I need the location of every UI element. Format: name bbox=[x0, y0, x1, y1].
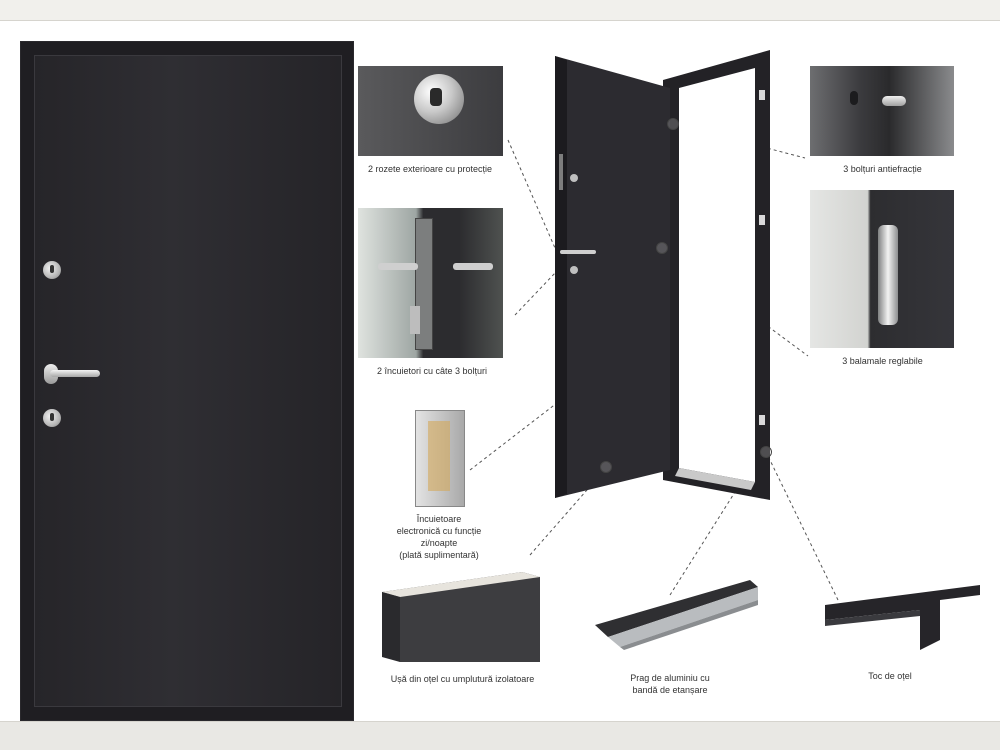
caption-locks: 2 încuietori cu câte 3 bolțuri bbox=[376, 366, 488, 376]
caption-anti-break-bolts: 3 bolțuri antiefracție bbox=[843, 164, 922, 174]
open-door-leaf bbox=[555, 56, 670, 498]
door-leaf bbox=[34, 55, 342, 707]
leaf-rosette-lower-icon bbox=[570, 266, 578, 274]
callout-marker-frame bbox=[760, 446, 772, 458]
door-opening bbox=[679, 68, 755, 482]
leader-threshold bbox=[669, 491, 736, 596]
caption-insulated-door: Ușă din oțel cu umplutură izolatoare bbox=[390, 674, 535, 684]
bolt-hole-icon bbox=[850, 91, 858, 105]
callout-marker-door bbox=[600, 461, 612, 473]
caption-rosettes: 2 rozete exterioare cu protecție bbox=[367, 164, 493, 174]
rosette-photo bbox=[358, 66, 503, 156]
insulated-door-photo bbox=[382, 572, 540, 662]
leaf-handle-icon bbox=[560, 250, 596, 254]
locks-handle-left-icon bbox=[378, 263, 418, 270]
lock-bolt-icon bbox=[410, 306, 420, 334]
lower-lock-rosette-icon bbox=[43, 409, 61, 427]
keyhole-icon bbox=[430, 88, 442, 106]
upper-lock-rosette-icon bbox=[43, 261, 61, 279]
locks-handle-right-icon bbox=[453, 263, 493, 270]
leaf-rosette-icon bbox=[570, 174, 578, 182]
bolts-photo bbox=[810, 66, 954, 156]
locks-photo bbox=[358, 208, 503, 358]
panel-edge bbox=[382, 592, 400, 662]
adjustable-hinge-icon bbox=[878, 225, 898, 325]
electronic-lock-mechanism-icon bbox=[428, 421, 450, 491]
hinge-top-icon bbox=[759, 90, 765, 100]
threshold-shadow bbox=[620, 600, 758, 650]
caption-steel-frame: Toc de oțel bbox=[868, 671, 912, 681]
callout-marker-hinges bbox=[656, 242, 668, 254]
leader-rosettes bbox=[507, 139, 556, 249]
hinge-middle-icon bbox=[759, 215, 765, 225]
threshold-seal bbox=[595, 580, 758, 637]
steel-frame-photo bbox=[825, 585, 980, 650]
leaf-edge bbox=[555, 56, 567, 498]
threshold-aluminium bbox=[608, 587, 758, 647]
caption-electronic-lock: Încuietoare electronică cu funcție zi/no… bbox=[396, 514, 482, 560]
open-door-image bbox=[555, 50, 770, 500]
callout-marker-bolts bbox=[667, 118, 679, 130]
threshold-strip bbox=[675, 468, 755, 490]
steel-frame-profile bbox=[825, 585, 980, 650]
leader-locks bbox=[514, 271, 557, 316]
top-band bbox=[0, 0, 1000, 20]
insulated-panel bbox=[382, 572, 540, 662]
threshold-photo bbox=[595, 580, 758, 650]
caption-threshold: Prag de aluminiu cu bandă de etanșare bbox=[630, 673, 710, 695]
front-door-image bbox=[20, 41, 354, 721]
leaf-lock-strip bbox=[559, 154, 563, 190]
anti-break-bolt-icon bbox=[882, 96, 906, 106]
steel-frame-face bbox=[825, 610, 920, 626]
electronic-lock-photo bbox=[415, 410, 465, 507]
insulation-layer bbox=[382, 572, 540, 597]
leader-steel-frame bbox=[767, 455, 839, 601]
door-handle-icon bbox=[50, 370, 100, 377]
hinge-bottom-icon bbox=[759, 415, 765, 425]
hinges-photo bbox=[810, 190, 954, 348]
caption-hinges: 3 balamale reglabile bbox=[842, 356, 923, 366]
